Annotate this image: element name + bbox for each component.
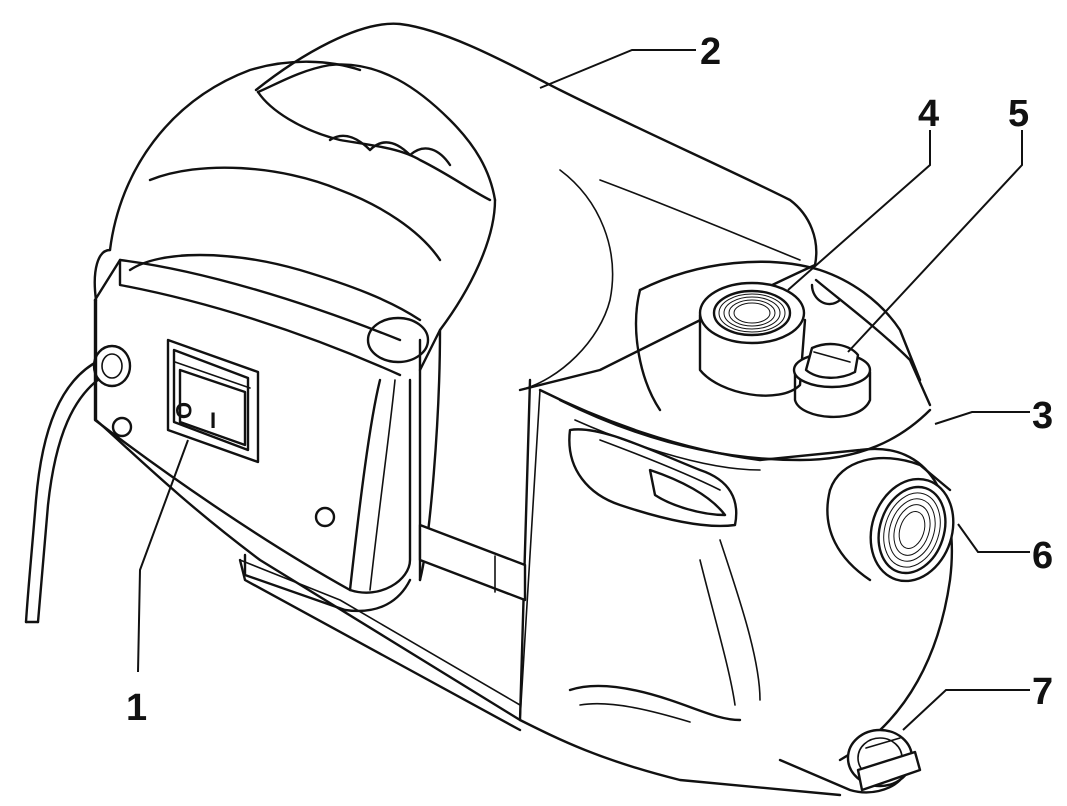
- leader-line-5: [847, 130, 1023, 353]
- leader-line-4: [787, 130, 931, 291]
- drain-plug: [846, 728, 922, 792]
- leader-line-7: [902, 689, 1030, 731]
- vent-plug: [792, 342, 872, 419]
- leader-line-6: [957, 523, 1030, 553]
- pump-housing: [93, 60, 954, 797]
- callout-2: 2: [700, 31, 721, 73]
- leader-lines: [137, 49, 1030, 731]
- callout-7: 7: [1032, 671, 1053, 713]
- filler-port: [698, 281, 807, 397]
- leader-line-3: [934, 411, 1030, 425]
- power-cable: [24, 344, 132, 624]
- callout-3: 3: [1032, 395, 1053, 437]
- callout-6: 6: [1032, 535, 1053, 577]
- leader-line-2: [539, 49, 696, 89]
- callout-labels: 1 2 3 4 5 6 7: [126, 31, 1053, 729]
- switch-on-symbol: I: [210, 408, 216, 433]
- callout-4: 4: [918, 93, 939, 135]
- switch-off-symbol: O: [171, 402, 196, 419]
- callout-5: 5: [1008, 93, 1029, 135]
- outlet-port: [826, 457, 955, 583]
- top-rim: [558, 260, 932, 462]
- power-switch: O I: [166, 338, 260, 464]
- leader-line-1: [137, 439, 189, 673]
- callout-1: 1: [126, 687, 147, 729]
- switch-box: [93, 258, 412, 613]
